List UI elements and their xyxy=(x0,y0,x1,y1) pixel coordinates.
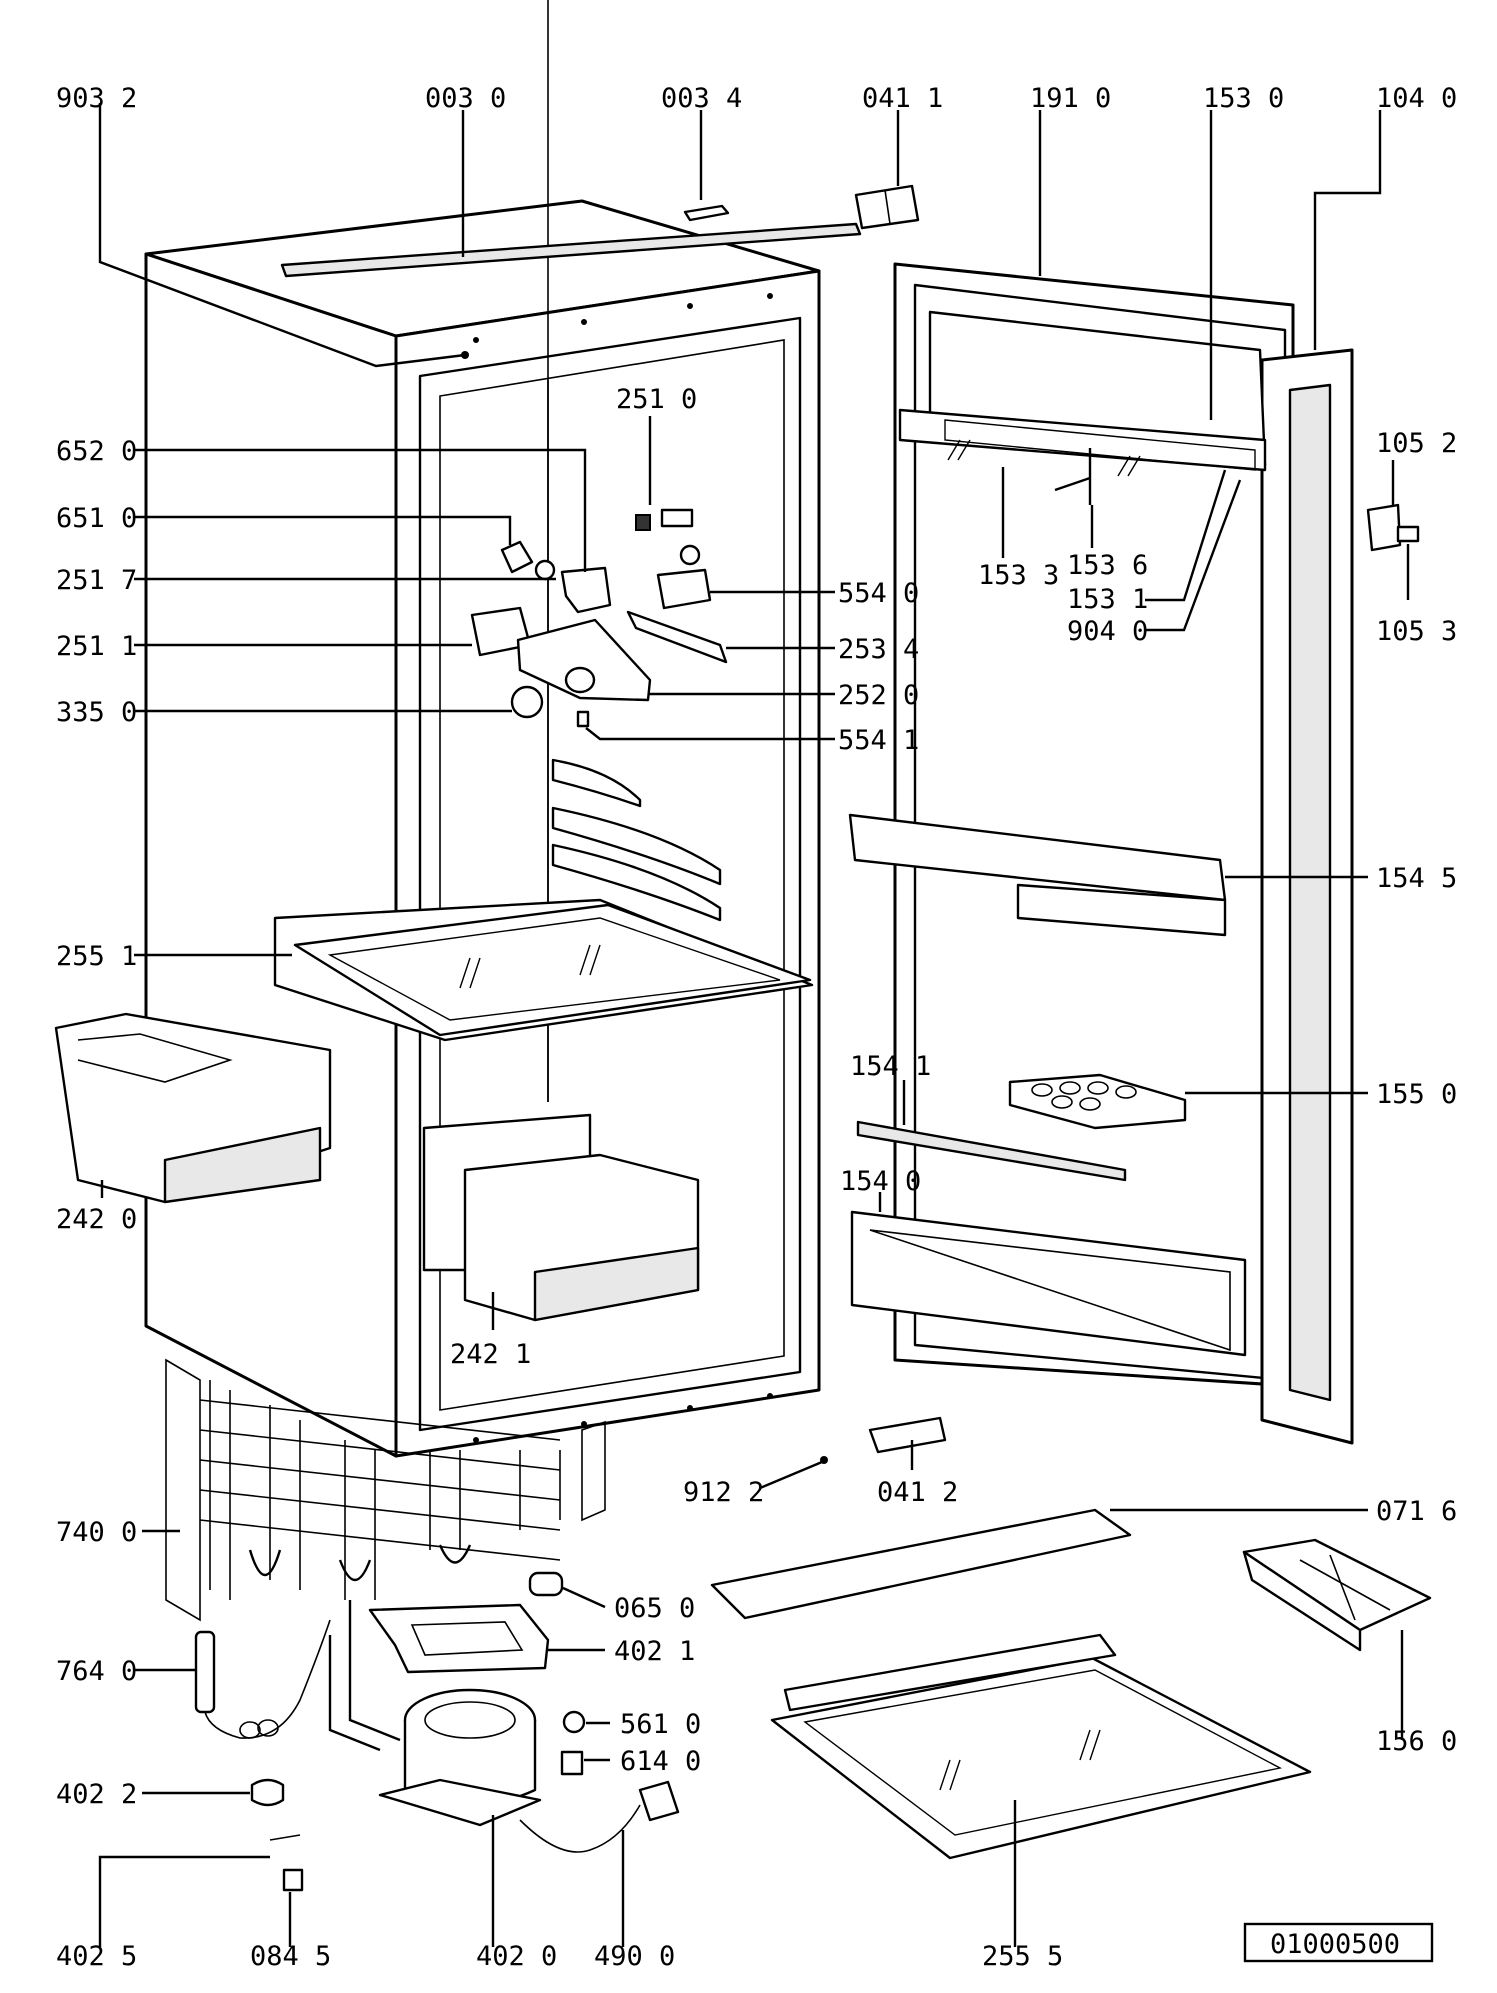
thermostat-assembly xyxy=(470,508,728,728)
label-071-6: 071 6 xyxy=(1376,1496,1457,1527)
label-554-0: 554 0 xyxy=(838,578,919,609)
label-154-0: 154 0 xyxy=(840,1166,921,1197)
label-191-0: 191 0 xyxy=(1030,83,1111,114)
label-251-7: 251 7 xyxy=(56,565,137,596)
glass-shelf-lower xyxy=(770,1633,1312,1860)
part-labels: 903 2 003 0 003 4 041 1 191 0 153 0 104 … xyxy=(56,83,1457,1972)
label-251-1: 251 1 xyxy=(56,631,137,662)
lamp-holder xyxy=(656,568,712,610)
label-490-0: 490 0 xyxy=(594,1941,675,1972)
hinge-105 xyxy=(1366,503,1420,552)
label-003-0: 003 0 xyxy=(425,83,506,114)
label-402-1: 402 1 xyxy=(614,1636,695,1667)
label-105-2: 105 2 xyxy=(1376,428,1457,459)
label-154-5: 154 5 xyxy=(1376,863,1457,894)
lamp-cover xyxy=(516,618,652,702)
label-084-5: 084 5 xyxy=(250,1941,331,1972)
hinge-top xyxy=(854,184,920,230)
cabinet-screw-dots xyxy=(473,293,773,1443)
thermostat xyxy=(560,566,612,614)
label-255-1: 255 1 xyxy=(56,941,137,972)
compressor-area xyxy=(250,1571,680,1892)
label-764-0: 764 0 xyxy=(56,1656,137,1687)
label-335-0: 335 0 xyxy=(56,697,137,728)
label-003-4: 003 4 xyxy=(661,83,742,114)
drawer-242-1 xyxy=(422,1113,700,1322)
label-153-1: 153 1 xyxy=(1067,584,1148,615)
door xyxy=(848,262,1354,1445)
condenser-740-0 xyxy=(165,1358,606,1622)
label-104-0: 104 0 xyxy=(1376,83,1457,114)
label-242-1: 242 1 xyxy=(450,1339,531,1370)
label-614-0: 614 0 xyxy=(620,1746,701,1777)
ice-cube-tray xyxy=(1242,1538,1432,1652)
top-clip xyxy=(683,204,730,222)
label-740-0: 740 0 xyxy=(56,1517,137,1548)
label-904-0: 904 0 xyxy=(1067,616,1148,647)
label-652-0: 652 0 xyxy=(56,436,137,467)
label-153-6: 153 6 xyxy=(1067,550,1148,581)
label-041-1: 041 1 xyxy=(862,83,943,114)
glass-shelf-upper xyxy=(273,898,814,1042)
label-153-0: 153 0 xyxy=(1203,83,1284,114)
label-402-0: 402 0 xyxy=(476,1941,557,1972)
door-shelf-lower xyxy=(850,1210,1247,1357)
label-912-2: 912 2 xyxy=(683,1477,764,1508)
label-561-0: 561 0 xyxy=(620,1709,701,1740)
egg-cups xyxy=(1031,1081,1137,1111)
drawing-number-box: 01000500 xyxy=(1243,1922,1434,1963)
label-156-0: 156 0 xyxy=(1376,1726,1457,1757)
label-402-5: 402 5 xyxy=(56,1941,137,1972)
label-251-0: 251 0 xyxy=(616,384,697,415)
drawer-242-0 xyxy=(54,1012,332,1204)
label-252-0: 252 0 xyxy=(838,680,919,711)
label-253-4: 253 4 xyxy=(838,634,919,665)
label-242-0: 242 0 xyxy=(56,1204,137,1235)
thermostat-knob xyxy=(510,685,544,719)
leader-lines xyxy=(98,103,1410,1947)
hinge-bottom xyxy=(868,1416,947,1454)
label-903-2: 903 2 xyxy=(56,83,137,114)
switch-lever xyxy=(626,610,728,664)
bottle-retainer xyxy=(856,1120,1127,1182)
label-105-3: 105 3 xyxy=(1376,616,1457,647)
bottom-trim xyxy=(710,1508,1132,1620)
compressor-bracket xyxy=(368,1603,550,1674)
label-402-2: 402 2 xyxy=(56,1779,137,1810)
label-041-2: 041 2 xyxy=(877,1477,958,1508)
label-065-0: 065 0 xyxy=(614,1593,695,1624)
drawing-number: 01000500 xyxy=(1270,1929,1400,1960)
label-651-0: 651 0 xyxy=(56,503,137,534)
filter-dryer xyxy=(194,1619,331,1739)
label-554-1: 554 1 xyxy=(838,725,919,756)
label-255-5: 255 5 xyxy=(982,1941,1063,1972)
egg-tray xyxy=(1008,1073,1187,1130)
label-155-0: 155 0 xyxy=(1376,1079,1457,1110)
label-154-1: 154 1 xyxy=(850,1051,931,1082)
top-rail xyxy=(280,222,862,278)
bulb xyxy=(500,540,534,574)
shelf-supports xyxy=(551,758,722,922)
label-153-3: 153 3 xyxy=(978,560,1059,591)
